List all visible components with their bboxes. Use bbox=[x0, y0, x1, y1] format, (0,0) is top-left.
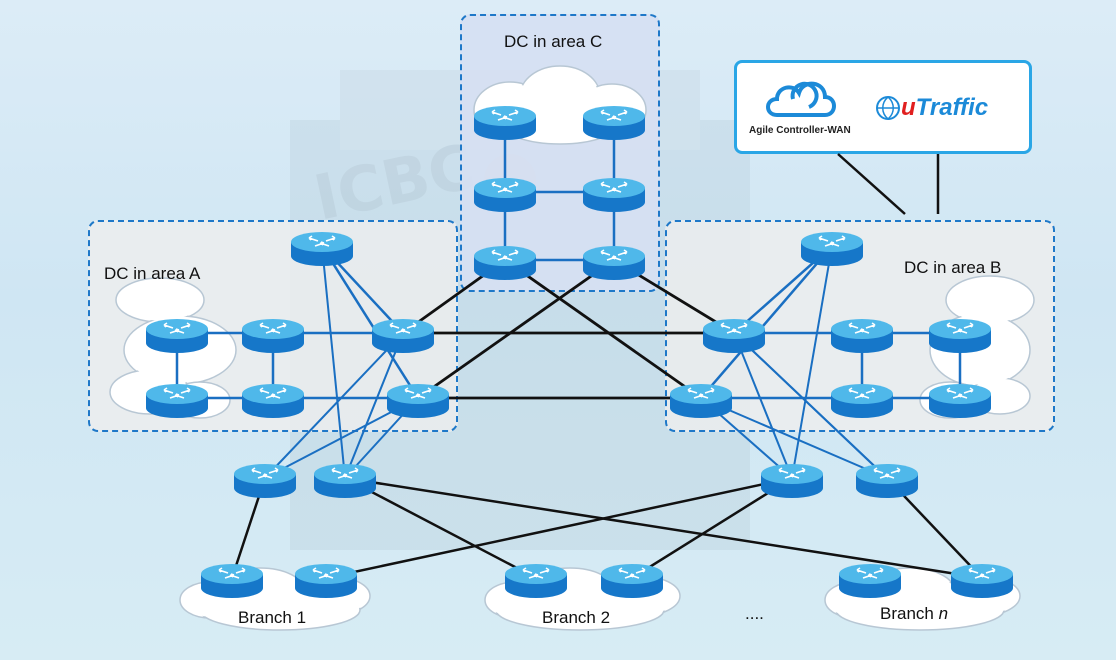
router-icon bbox=[472, 102, 538, 142]
controller-link bbox=[837, 153, 906, 215]
router-icon bbox=[829, 380, 895, 420]
router-icon bbox=[668, 380, 734, 420]
router-icon bbox=[503, 560, 569, 600]
branch-link bbox=[344, 476, 537, 580]
agile-controller-label: Agile Controller-WAN bbox=[749, 125, 851, 136]
router-icon bbox=[799, 228, 865, 268]
distribution-link bbox=[700, 397, 888, 479]
utraffic-logo: uTraffic bbox=[901, 94, 989, 121]
branch-link bbox=[344, 476, 983, 580]
backbone-link bbox=[417, 258, 615, 400]
globe-icon bbox=[876, 96, 900, 120]
router-icon bbox=[759, 460, 825, 500]
dc-a-link bbox=[320, 245, 420, 399]
zone-label-a: DC in area A bbox=[104, 264, 201, 283]
zone-label-b: DC in area B bbox=[904, 258, 1002, 277]
distribution-link bbox=[791, 245, 833, 479]
router-icon bbox=[144, 380, 210, 420]
router-icon bbox=[927, 315, 993, 355]
zone-dc-area-c bbox=[460, 14, 660, 292]
dc-b-link bbox=[700, 245, 833, 399]
branch-1-label: Branch 1 bbox=[238, 608, 307, 627]
router-icon bbox=[240, 315, 306, 355]
router-icon bbox=[701, 315, 767, 355]
router-icon bbox=[144, 315, 210, 355]
router-icon bbox=[370, 315, 436, 355]
controller-panel: Agile Controller-WAN uTraffic bbox=[734, 60, 1032, 154]
distribution-link bbox=[321, 245, 346, 479]
router-icon bbox=[289, 228, 355, 268]
router-icon bbox=[599, 560, 665, 600]
router-icon bbox=[199, 560, 265, 600]
router-icon bbox=[232, 460, 298, 500]
cloud-controller-icon bbox=[766, 81, 836, 117]
router-icon bbox=[854, 460, 920, 500]
router-icon bbox=[472, 174, 538, 214]
branch-link bbox=[325, 476, 793, 580]
distribution-link bbox=[733, 332, 793, 479]
ellipsis-text: .... bbox=[745, 604, 764, 623]
zone-label-c: DC in area C bbox=[504, 32, 603, 51]
router-icon bbox=[581, 242, 647, 282]
router-icon bbox=[837, 560, 903, 600]
router-icon bbox=[829, 315, 895, 355]
distribution-link bbox=[344, 332, 404, 479]
branch-2-label: Branch 2 bbox=[542, 608, 611, 627]
router-icon bbox=[293, 560, 359, 600]
router-icon bbox=[949, 560, 1015, 600]
router-icon bbox=[240, 380, 306, 420]
branch-link bbox=[631, 476, 793, 580]
router-icon bbox=[581, 174, 647, 214]
distribution-link bbox=[733, 332, 888, 479]
distribution-link bbox=[264, 332, 404, 479]
router-icon bbox=[472, 242, 538, 282]
branch-n-label: Branch n bbox=[880, 604, 949, 623]
backbone-link bbox=[504, 258, 702, 400]
router-icon bbox=[581, 102, 647, 142]
router-icon bbox=[927, 380, 993, 420]
router-icon bbox=[385, 380, 451, 420]
router-icon bbox=[312, 460, 378, 500]
